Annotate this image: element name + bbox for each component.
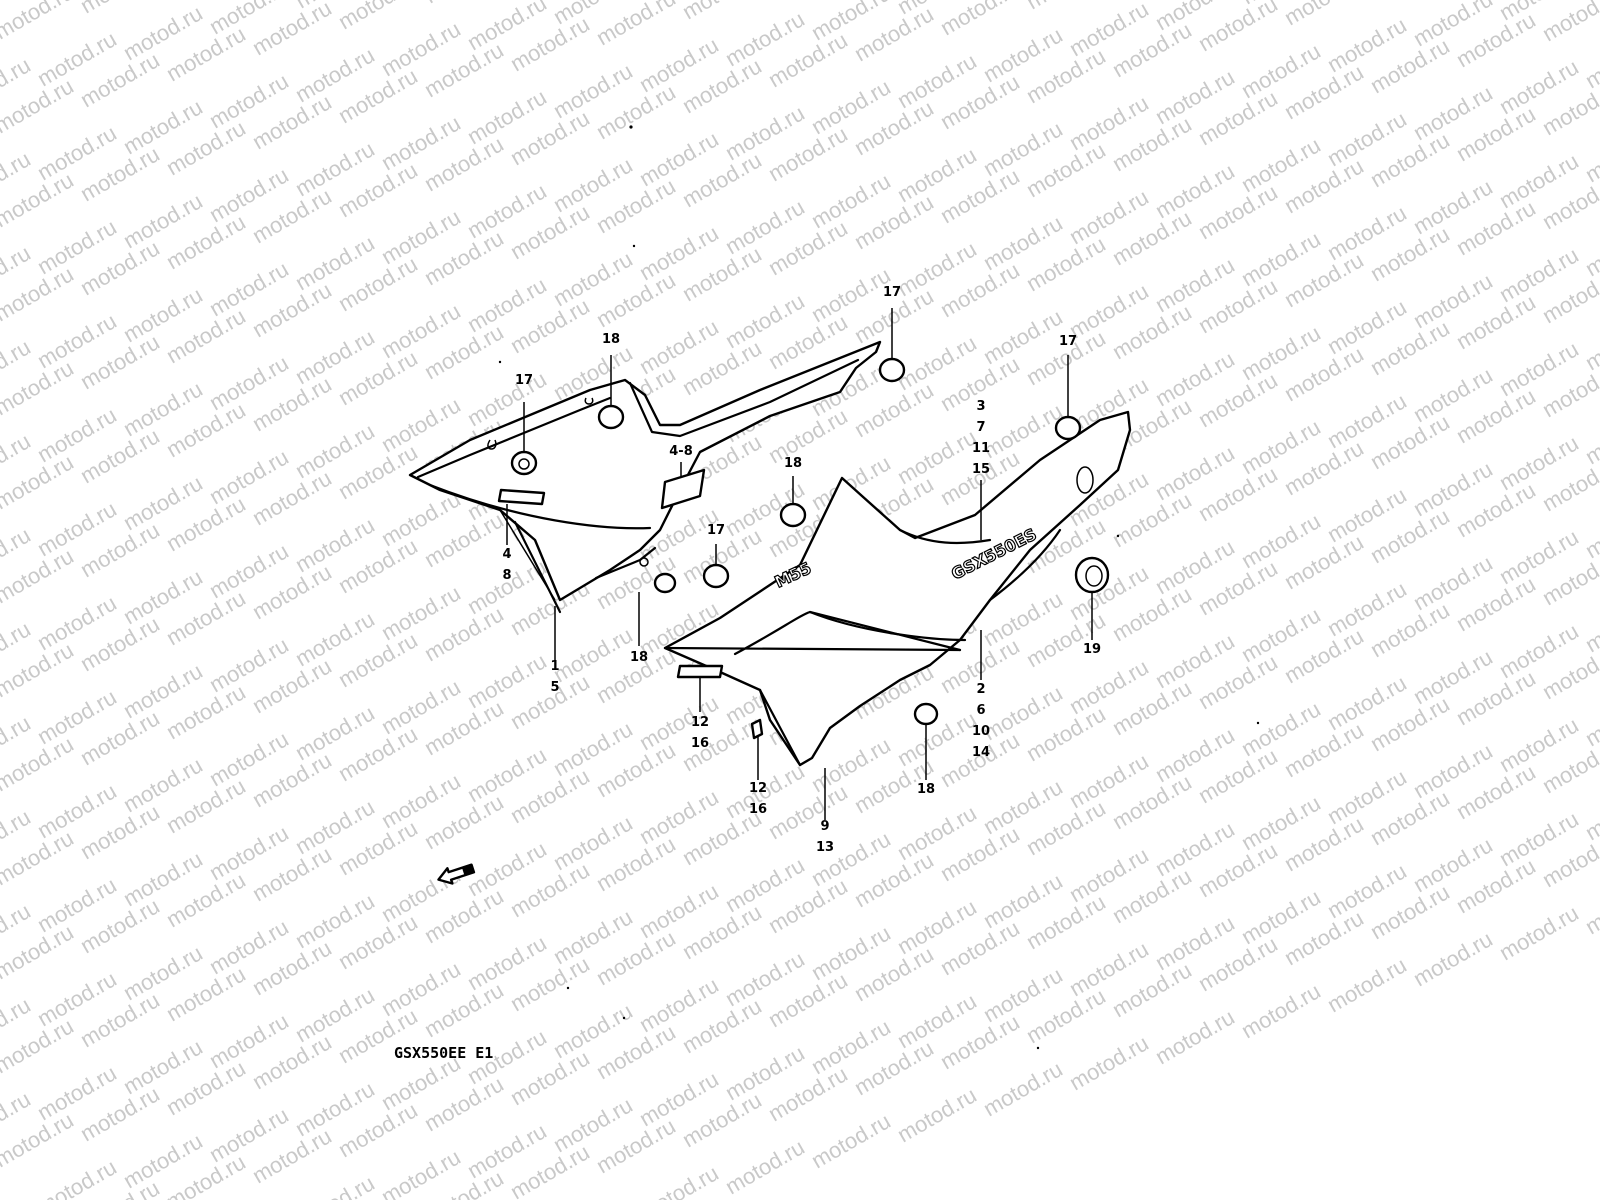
front-arrow-icon [437,863,476,885]
callout-c2_6_10_14: 6 [976,703,985,718]
callout-c17_mid: 17 [707,523,725,538]
callout-c1_5: 5 [550,680,559,695]
watermark-text: motod.ru [1151,1004,1239,1069]
callout-c18_top: 18 [602,332,620,347]
watermark-text: motod.ru [420,0,508,8]
watermark-text: motod.ru [33,1154,121,1200]
callout-c12_16_b: 16 [749,802,767,817]
callout-c17_left: 17 [515,373,533,388]
callout-c4_8_top: 4-8 [669,444,693,459]
watermark-text: motod.ru [592,0,680,50]
callout-c1_5: 1 [550,659,559,674]
callout-c12_16_b: 12 [749,781,767,796]
callout-c2_6_10_14: 2 [976,682,985,697]
callout-c12_16_a: 12 [691,715,709,730]
callout-c9_13: 9 [820,819,829,834]
watermark-text: motod.ru [979,1056,1067,1121]
callout-c4_8_side: 4 [502,547,511,562]
callout-c19: 19 [1083,642,1101,657]
callout-labels: 171817174-848151817183711151926101412161… [502,285,1101,855]
watermark-text: motod.ru [1323,952,1411,1017]
callout-c12_16_a: 16 [691,736,709,751]
watermark-text: motod.ru [1065,1030,1153,1095]
callout-c4_8_side: 8 [502,568,511,583]
callout-c17_right: 17 [1059,334,1077,349]
callout-c9_13: 13 [816,840,834,855]
lower-decal-b [750,718,764,740]
watermark-text: motod.ru [936,0,1024,40]
left-decal-strip [497,488,546,506]
watermark-text: motod.ru [678,0,766,24]
watermark-text: motod.ru [635,1160,723,1200]
watermark-text: motod.ru [807,1108,895,1173]
callout-c18_mid: 18 [784,456,802,471]
scan-specks [498,125,1260,1050]
watermark-text: motod.ru [1280,0,1368,30]
watermark-text: motod.ru [1409,926,1497,991]
upper-decal-strip [660,468,706,510]
callout-c18_lower: 18 [630,650,648,665]
diagram-caption: GSX550EE E1 [394,1044,493,1062]
watermark-text: motod.ru [1366,0,1454,4]
watermark-text: motod.ru [893,1082,981,1147]
watermark-text: motod.ru [1538,0,1600,46]
callout-c3_7_11_15: 3 [976,399,985,414]
leader-lines [506,308,1093,820]
callout-c3_7_11_15: 11 [972,441,990,456]
watermark-text: motod.ru [1237,978,1325,1043]
watermark-text: motod.ru [721,1134,809,1199]
watermark-text: motod.ru [1495,900,1583,965]
watermark-text: motod.ru [1581,874,1600,939]
watermark-text: motod.ru [76,0,164,18]
watermark-text: motod.ru [1022,0,1110,14]
watermark-text: motod.ru [334,0,422,34]
callout-c3_7_11_15: 15 [972,462,990,477]
callout-c3_7_11_15: 7 [976,420,985,435]
callout-c2_6_10_14: 10 [972,724,990,739]
callout-c2_6_10_14: 14 [972,745,990,760]
lower-decal-a [676,664,724,679]
grommets [510,357,1110,726]
left-frame-cover [408,340,882,614]
watermark-text: motod.ru [291,1170,379,1200]
callout-c18_bottom: 18 [917,782,935,797]
callout-c17_top: 17 [883,285,901,300]
watermark-text: motod.ru [0,0,78,44]
